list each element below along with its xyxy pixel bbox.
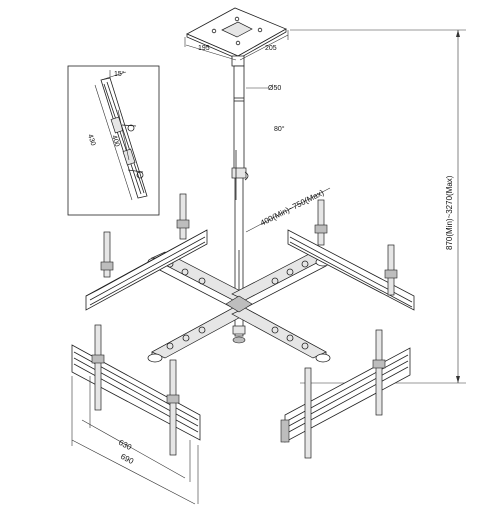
width-dimensions: 630 690 bbox=[71, 376, 199, 505]
inner-width-label: 630 bbox=[117, 438, 133, 452]
mount-upper-right bbox=[287, 199, 415, 311]
bracket-length-label: 430 bbox=[86, 133, 96, 146]
total-height-label: 870(Min)~3270(Max) bbox=[445, 175, 454, 250]
rotation-angle-label: 80° bbox=[274, 125, 285, 133]
tilt-angle-label: 15° bbox=[114, 70, 125, 78]
mount-lower-left bbox=[71, 324, 201, 456]
ceiling-plate bbox=[186, 7, 287, 67]
bracket-height-label: 400 bbox=[110, 134, 120, 147]
plate-left-dimension: 195 bbox=[198, 45, 210, 52]
tilt-detail-inset: 15° 430 400 bbox=[67, 65, 160, 216]
mount-lower-right bbox=[280, 329, 411, 459]
plate-dimensions: 195 205 bbox=[184, 30, 289, 61]
mount-upper-left bbox=[85, 193, 208, 311]
cross-arms bbox=[147, 251, 331, 363]
plate-right-dimension: 205 bbox=[265, 45, 277, 52]
pole-extension-label: 400(Min)~750(Max) bbox=[259, 188, 326, 228]
pole-diameter-label: Ø50 bbox=[268, 85, 281, 92]
outer-width-label: 690 bbox=[119, 452, 135, 466]
